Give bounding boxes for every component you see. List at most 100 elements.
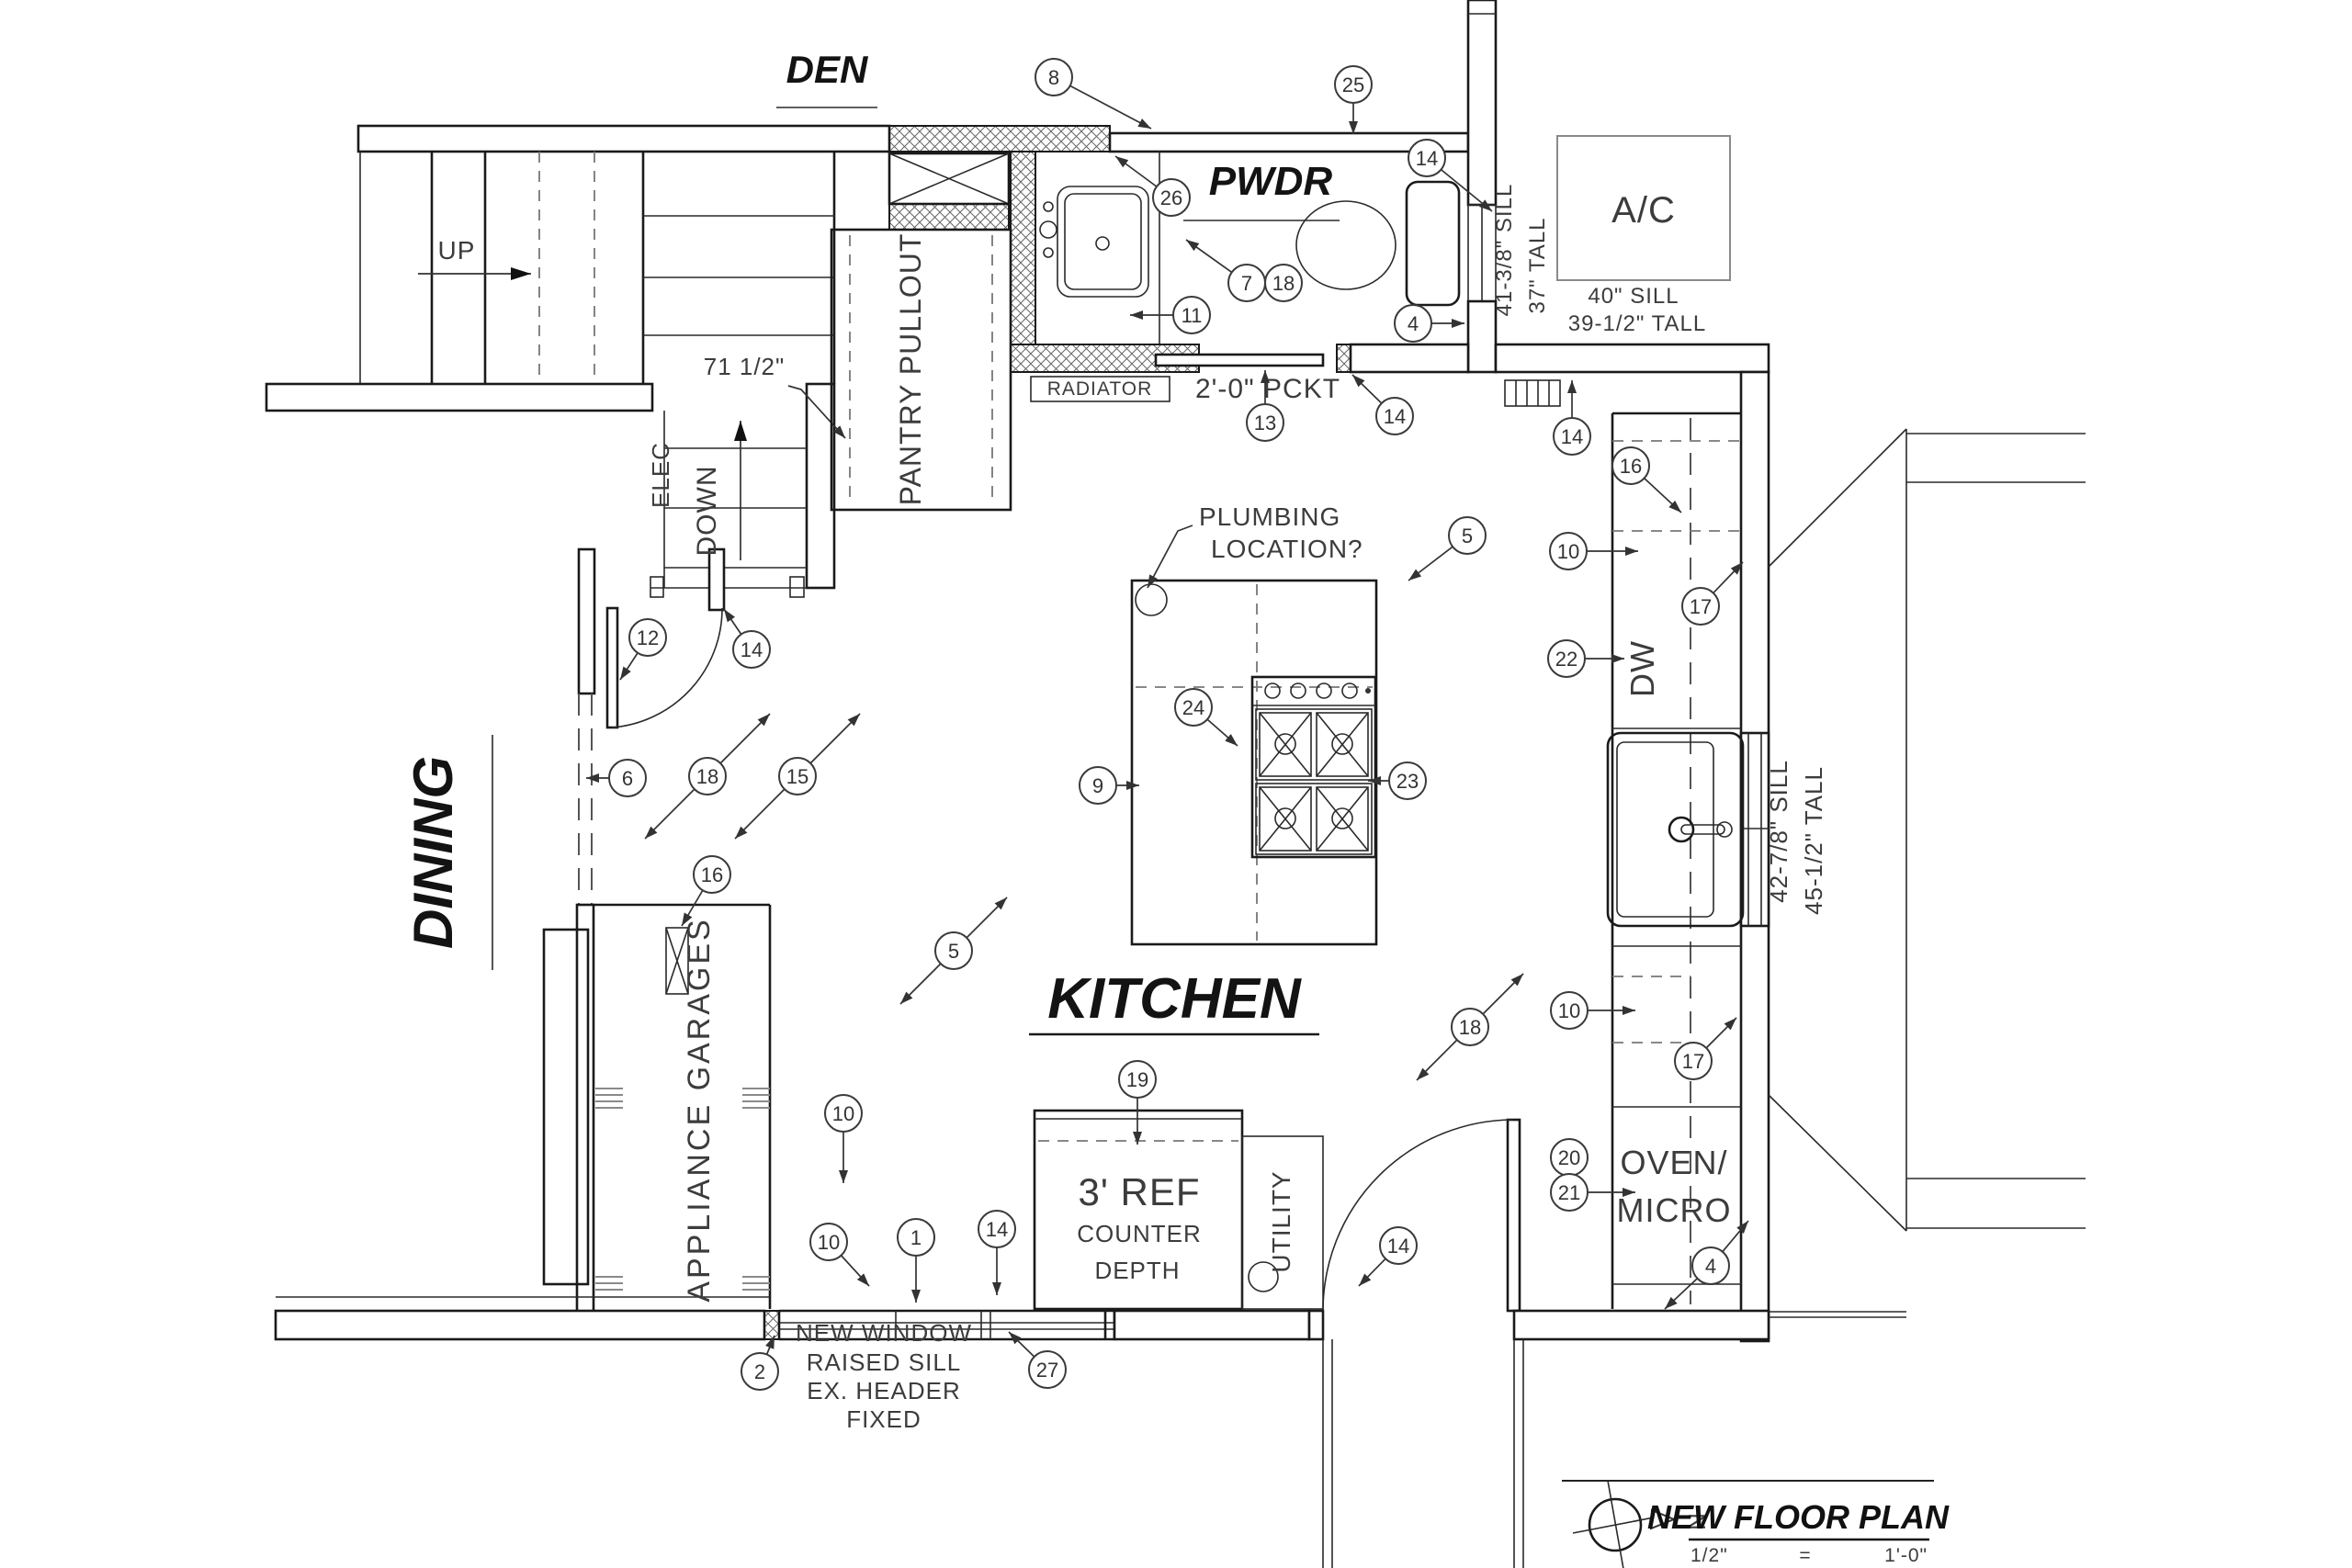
appliance-garages-label: APPLIANCE GARAGES [682,917,717,1302]
plumbing-note-line1: PLUMBING [1199,502,1340,531]
radiator-label-box [1030,376,1170,402]
ac-sill-note: 40" SILL [1588,284,1679,309]
island-outline [1130,579,1378,946]
callout-20: 20 [1550,1138,1589,1177]
callout-14: 14 [978,1210,1016,1295]
south-wall [274,1118,1906,1568]
callout-10: 10 [1549,532,1638,570]
svg-text:17: 17 [1690,595,1712,618]
plumbing-note-line2: LOCATION? [1211,535,1363,563]
svg-text:18: 18 [696,765,718,788]
svg-text:21: 21 [1558,1181,1580,1204]
radiator-label: RADIATOR [1047,378,1153,400]
callout-22: 22 [1547,639,1624,678]
svg-text:11: 11 [1182,304,1203,327]
svg-text:9: 9 [1092,774,1103,797]
faucet-icon [1668,816,1695,843]
callout-19: 19 [1118,1060,1157,1145]
callout-5: 5 [899,897,1008,1005]
svg-text:1: 1 [910,1226,922,1249]
island [1130,525,1378,946]
window-note-line1: NEW WINDOW [796,1319,972,1347]
ac-label: A/C [1611,190,1676,231]
svg-text:15: 15 [786,765,808,788]
svg-text:24: 24 [1182,696,1204,719]
ac-tall-note: 39-1/2" TALL [1568,311,1706,336]
callout-15: 15 [734,713,861,840]
door-west-jamb [577,547,596,695]
pantry-label: PANTRY PULLOUT [894,233,927,506]
svg-text:7: 7 [1241,272,1252,295]
window-note-line4: FIXED [846,1405,922,1433]
west-side [542,547,772,1317]
callout-14: 14 [1408,139,1493,212]
radiator-pocket-wall [1010,343,1770,407]
callout-17: 17 [1681,561,1744,626]
callout-14: 14 [1351,374,1414,435]
svg-text:10: 10 [818,1231,840,1254]
callout-26: 26 [1114,155,1191,217]
svg-text:5: 5 [1462,525,1473,547]
ac-box [1556,135,1731,281]
svg-text:16: 16 [1620,455,1642,478]
callout-9: 9 [1079,766,1139,805]
oven-label-line1: OVEN/ [1620,1144,1727,1181]
callout-18: 18 [1264,264,1303,302]
pwdr-sink [1057,186,1149,298]
svg-text:5: 5 [948,940,959,963]
kitchen-west-wall [575,903,595,1317]
pwdr-sill-note: 41-3/8" SILL [1492,184,1517,317]
south-windows [777,1309,1116,1341]
down-label: DOWN [692,466,722,557]
pantry-block [830,125,1111,512]
svg-text:18: 18 [1272,272,1295,295]
east-sill-note: 42-7/8" SILL [1765,760,1792,903]
svg-text:12: 12 [637,626,659,649]
svg-text:14: 14 [1384,405,1406,428]
callout-16: 16 [1611,446,1682,513]
svg-text:23: 23 [1396,770,1419,793]
hatched-wall [888,125,1111,152]
drawing-title: NEW FLOOR PLAN [1647,1498,1950,1536]
svg-text:2: 2 [754,1360,765,1383]
callout-4: 4 [1394,304,1464,343]
roof-outline [1768,428,2086,1232]
svg-text:14: 14 [741,638,763,661]
toilet-bowl [1295,200,1396,290]
svg-text:18: 18 [1459,1016,1481,1039]
ref-label-line2: COUNTER [1077,1220,1202,1247]
window-note-line2: RAISED SILL [807,1348,962,1376]
dining-door-leaf [605,606,619,729]
svg-text:6: 6 [622,767,633,790]
plumbing-leader [1147,525,1193,589]
pwdr-tall-note: 37" TALL [1525,217,1550,313]
ref-label-line3: DEPTH [1094,1257,1180,1284]
callout-16: 16 [681,855,731,927]
kitchen-sink [1606,731,1745,928]
scale-left: 1/2" [1690,1545,1728,1566]
burner-grates [1259,712,1369,852]
east-counter [1606,370,1770,1343]
appliance-x-box [665,927,689,995]
svg-text:22: 22 [1555,648,1577,671]
east-tall-note: 45-1/2" TALL [1800,766,1827,915]
scale-right: 1'-0" [1884,1545,1928,1566]
kitchen-label: KITCHEN [1047,967,1302,1031]
callout-14: 14 [1553,380,1591,456]
callout-4: 4 [1664,1220,1749,1310]
svg-text:8: 8 [1048,66,1059,89]
callout-27: 27 [1008,1331,1067,1389]
callout-17: 17 [1674,1017,1737,1080]
callout-11: 11 [1130,296,1211,334]
elec-label: ELEC [647,442,674,508]
svg-text:25: 25 [1342,73,1364,96]
svg-text:27: 27 [1036,1359,1058,1382]
toilet-tank [1405,180,1461,307]
callout-1: 1 [897,1218,935,1303]
range-stove [1250,675,1377,859]
svg-text:14: 14 [986,1218,1008,1241]
wall-end-block [763,1310,780,1340]
den-label: DEN [786,48,869,91]
